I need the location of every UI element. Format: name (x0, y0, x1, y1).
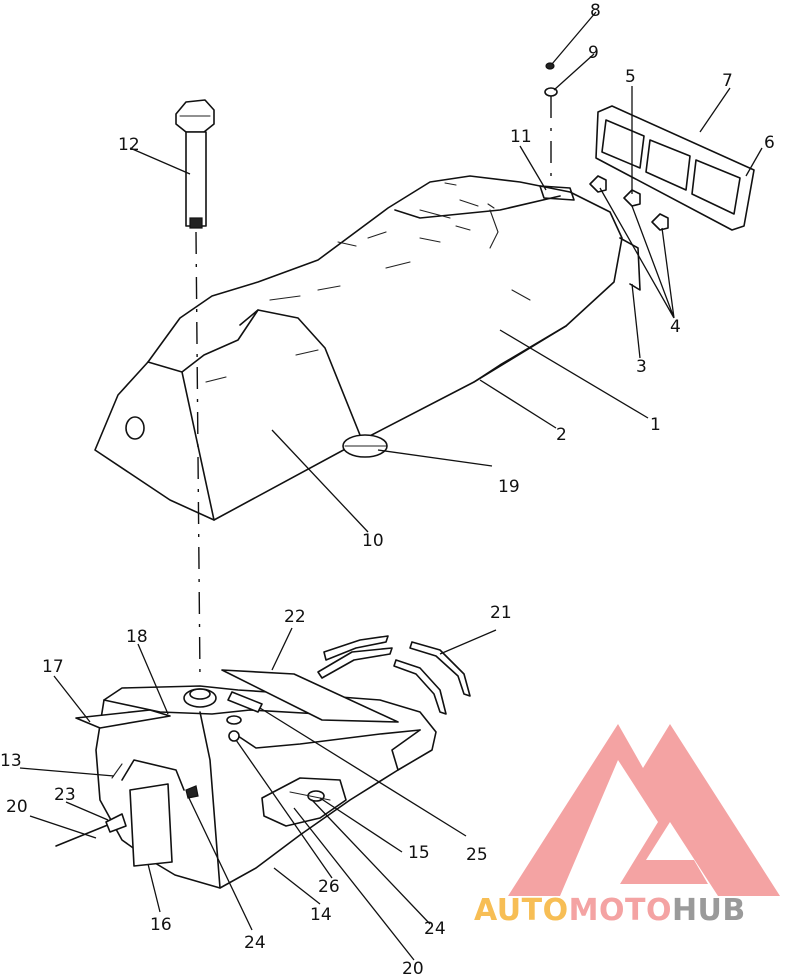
wordmark-hub: HUB (671, 893, 746, 928)
callout-16: 16 (150, 915, 172, 935)
callout-25: 25 (466, 845, 488, 865)
callout-20-bottom: 20 (402, 959, 424, 977)
leader-lines (19, 11, 763, 961)
callout-4: 4 (670, 317, 681, 337)
callout-14: 14 (310, 905, 332, 925)
callout-17: 17 (42, 657, 64, 677)
callout-labels: 1 2 3 4 5 6 7 8 9 10 11 12 13 14 15 16 1… (0, 1, 775, 977)
callout-6: 6 (764, 133, 775, 153)
automotohub-wordmark: AUTOMOTOHUB (474, 893, 800, 928)
callout-21: 21 (490, 603, 512, 623)
callout-1: 1 (650, 415, 661, 435)
callout-24-left: 24 (244, 933, 266, 953)
callout-9: 9 (588, 43, 599, 63)
callout-19: 19 (498, 477, 520, 497)
vent-gasket (595, 105, 755, 231)
callout-20-left: 20 (6, 797, 28, 817)
automotohub-logo-mark (508, 724, 780, 896)
callout-13: 13 (0, 751, 22, 771)
callout-5: 5 (625, 67, 636, 87)
wordmark-moto: MOTO (568, 893, 672, 928)
callout-23: 23 (54, 785, 76, 805)
callout-18: 18 (126, 627, 148, 647)
callout-12: 12 (118, 135, 140, 155)
seat-pad-and-strips (221, 635, 471, 723)
callout-3: 3 (636, 357, 647, 377)
callout-22: 22 (284, 607, 306, 627)
callout-10: 10 (362, 531, 384, 551)
callout-26: 26 (318, 877, 340, 897)
callout-7: 7 (722, 71, 733, 91)
filler-cap-part (175, 99, 215, 229)
callout-24-mid: 24 (424, 919, 446, 939)
callout-2: 2 (556, 425, 567, 445)
wordmark-auto: AUTO (474, 893, 569, 928)
fuel-tank (55, 685, 437, 889)
callout-15: 15 (408, 843, 430, 863)
tank-cover-shell (94, 175, 641, 521)
callout-11: 11 (510, 127, 532, 147)
callout-8: 8 (590, 1, 601, 21)
assembly-axis-lines (195, 96, 552, 681)
